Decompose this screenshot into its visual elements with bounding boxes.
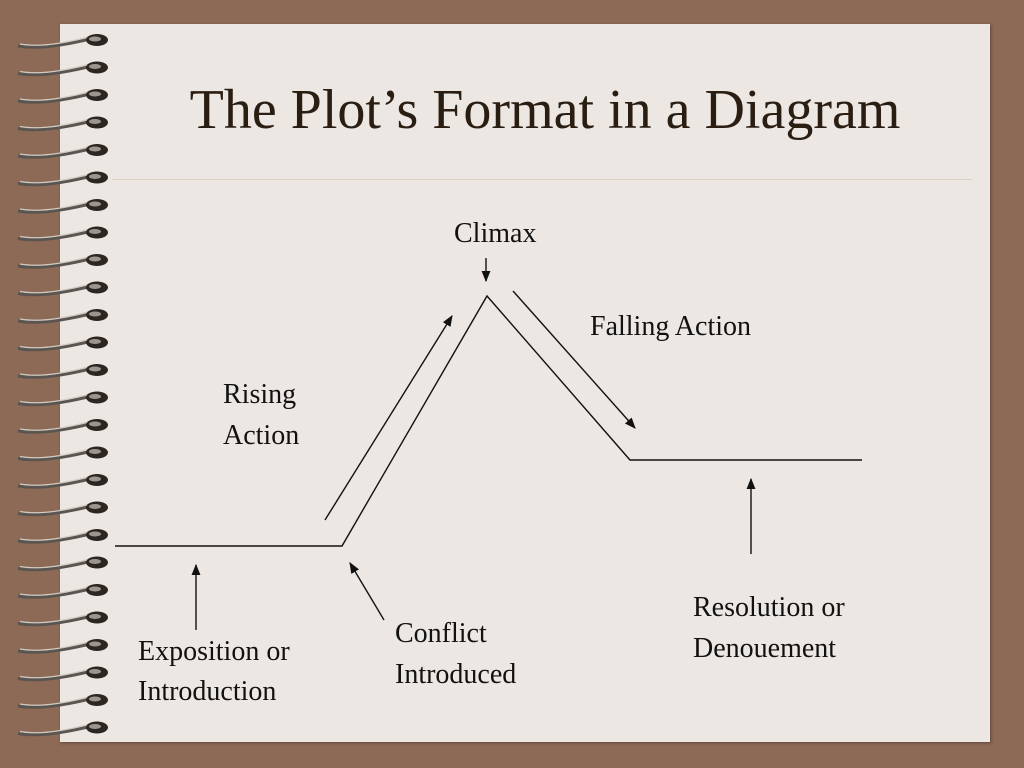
climax-label: Climax	[454, 218, 537, 249]
plot-line	[115, 294, 862, 547]
notebook-paper	[60, 24, 990, 742]
conflict-label-line1: Conflict	[395, 618, 487, 649]
spiral-binding-icon	[17, 34, 108, 737]
falling-action-label: Falling Action	[590, 311, 751, 342]
exposition-label-line1: Exposition or	[138, 636, 290, 667]
conflict-arrow	[349, 562, 385, 621]
title-divider	[112, 179, 972, 180]
rising-action-label-line1: Rising	[223, 379, 297, 410]
resolution-label-line1: Resolution or	[693, 592, 845, 623]
conflict-label-line2: Introduced	[395, 659, 517, 690]
resolution-label-line2: Denouement	[693, 633, 837, 664]
rising-action-label-line2: Action	[223, 420, 300, 451]
falling-action-arrow	[512, 290, 636, 429]
page-title: The Plot’s Format in a Diagram	[189, 79, 901, 141]
rising-action-arrow	[324, 315, 453, 521]
exposition-label-line2: Introduction	[138, 676, 277, 707]
